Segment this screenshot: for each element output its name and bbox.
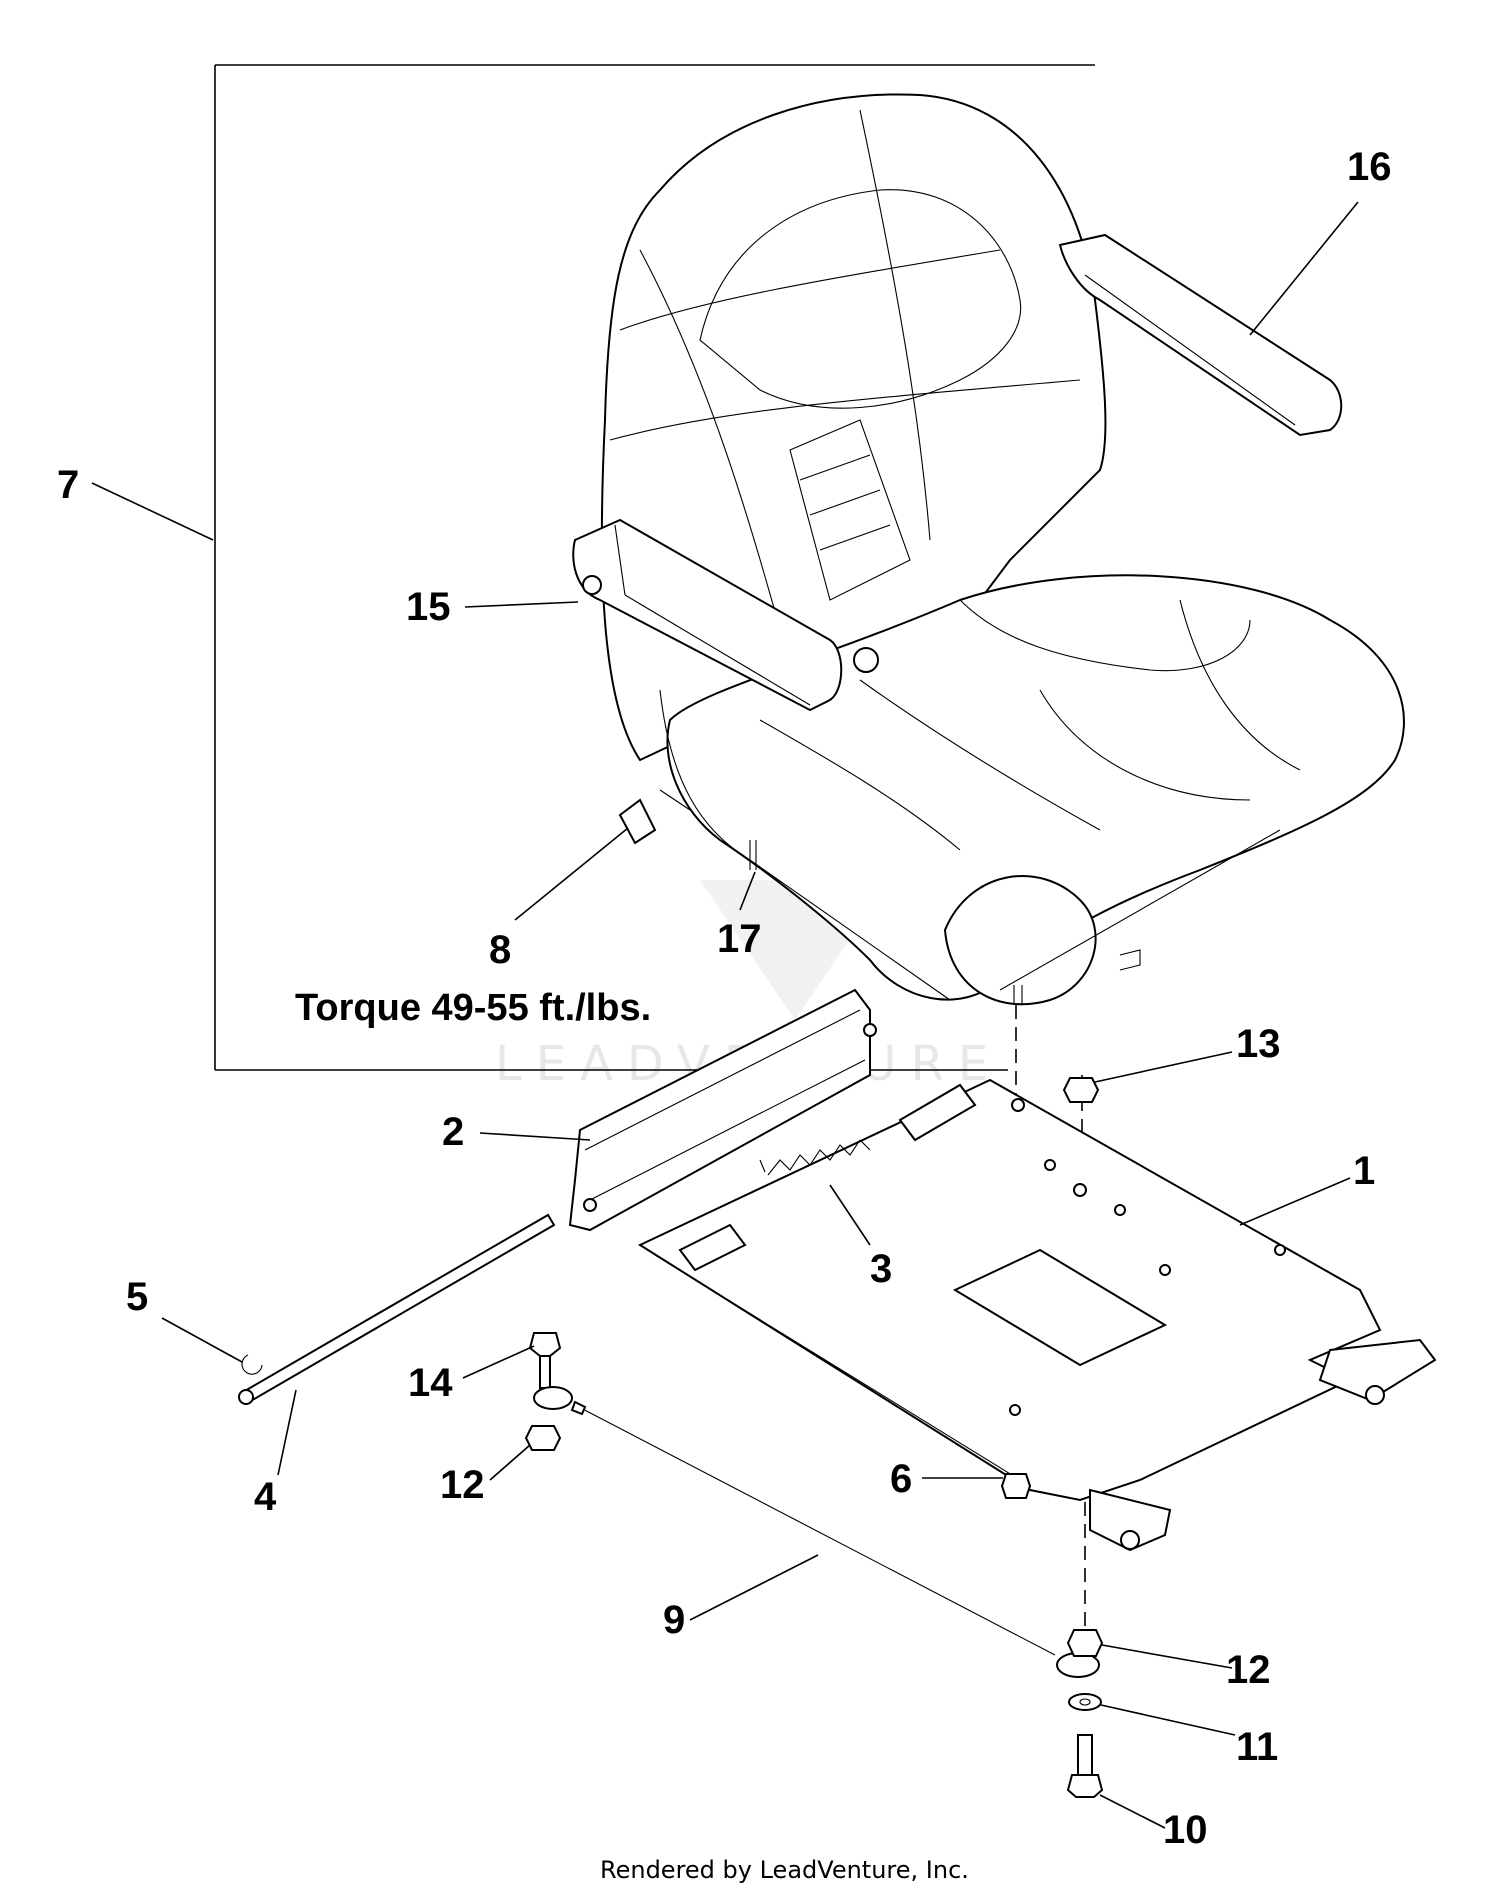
nut-12-left	[524, 1425, 562, 1451]
callout-14: 14	[408, 1361, 453, 1405]
callout-11: 11	[1236, 1725, 1278, 1769]
seat-assembly-bracket	[214, 64, 1095, 1071]
bushing-part	[618, 789, 691, 845]
callout-12-right: 12	[1226, 1648, 1271, 1692]
callout-12-left: 12	[440, 1463, 485, 1507]
torque-note: Torque 49-55 ft./lbs.	[295, 987, 651, 1029]
callout-6: 6	[890, 1457, 912, 1501]
seat-cable	[533, 1386, 1100, 1678]
callout-17: 17	[717, 917, 762, 961]
callout-3: 3	[870, 1247, 892, 1291]
callout-1: 1	[1353, 1149, 1375, 1193]
callout-4: 4	[254, 1475, 277, 1519]
e-clip	[241, 1354, 263, 1375]
nut-12-right	[1066, 1629, 1104, 1657]
footer-credit: Rendered by LeadVenture, Inc.	[600, 1856, 969, 1884]
callout-15: 15	[406, 585, 451, 629]
bolt-14	[528, 1332, 562, 1389]
leader-lines	[91, 201, 1359, 1829]
tension-spring	[759, 1139, 871, 1176]
callout-7: 7	[57, 463, 79, 507]
callout-5: 5	[126, 1275, 148, 1319]
callout-10: 10	[1163, 1808, 1208, 1852]
nut-6	[1000, 1473, 1032, 1499]
pivot-rod	[238, 1213, 556, 1405]
callout-13: 13	[1236, 1022, 1281, 1066]
callout-16: 16	[1347, 145, 1392, 189]
seat	[572, 93, 1405, 1006]
washer-11	[1068, 1693, 1102, 1711]
seat-mounting-plate	[637, 1078, 1437, 1552]
callout-2: 2	[442, 1110, 464, 1154]
callout-9: 9	[663, 1598, 685, 1642]
seat-slide-rail	[568, 988, 877, 1232]
bolt-10	[1066, 1734, 1104, 1798]
nut-13	[1062, 1077, 1100, 1103]
callout-8: 8	[489, 928, 511, 972]
